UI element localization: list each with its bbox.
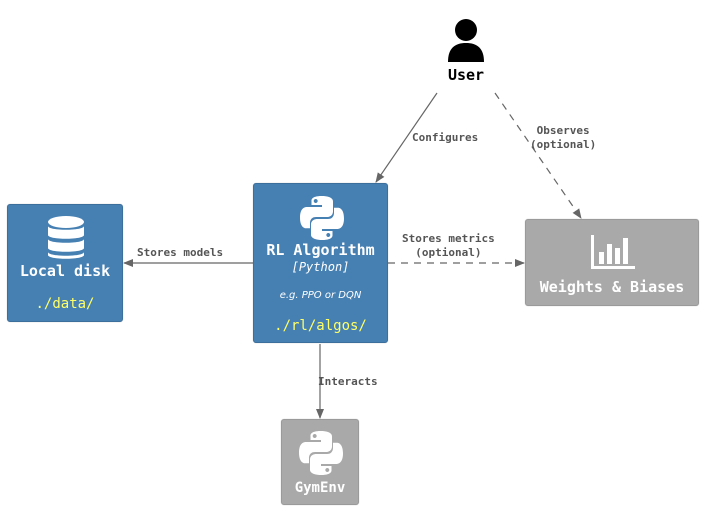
python-icon bbox=[299, 431, 343, 475]
rl-algorithm-technology: [Python] bbox=[291, 260, 350, 274]
user-person: User bbox=[440, 18, 492, 88]
local-disk-title: Local disk bbox=[19, 262, 111, 280]
local-disk-node[interactable]: Local disk ./data/ bbox=[7, 204, 123, 322]
rl-algorithm-description: e.g. PPO or DQN bbox=[279, 290, 362, 301]
rl-algorithm-node[interactable]: RL Algorithm [Python] e.g. PPO or DQN ./… bbox=[253, 183, 388, 343]
person-icon bbox=[448, 19, 484, 62]
edge-configures bbox=[375, 92, 438, 183]
edge-label-observes: Observes (optional) bbox=[530, 124, 597, 151]
gymenv-title: GymEnv bbox=[294, 480, 346, 496]
user-label: User bbox=[447, 66, 485, 84]
edge-label-stores-models: Stores models bbox=[137, 246, 224, 259]
local-disk-path: ./data/ bbox=[35, 296, 95, 312]
python-icon bbox=[300, 196, 344, 240]
edge-label-stores-metrics: Stores metrics (optional) bbox=[402, 232, 495, 259]
edge-label-configures: Configures bbox=[412, 131, 479, 144]
edge-observes bbox=[494, 92, 582, 219]
gymenv-node[interactable]: GymEnv bbox=[281, 419, 359, 505]
bar-chart-icon bbox=[591, 235, 635, 269]
edge-label-interacts: Interacts bbox=[318, 375, 378, 388]
wandb-node[interactable]: Weights & Biases bbox=[525, 219, 699, 306]
rl-algorithm-path: ./rl/algos/ bbox=[274, 318, 367, 334]
database-icon bbox=[48, 216, 84, 259]
rl-algorithm-title: RL Algorithm bbox=[266, 241, 375, 259]
wandb-title: Weights & Biases bbox=[539, 278, 685, 296]
